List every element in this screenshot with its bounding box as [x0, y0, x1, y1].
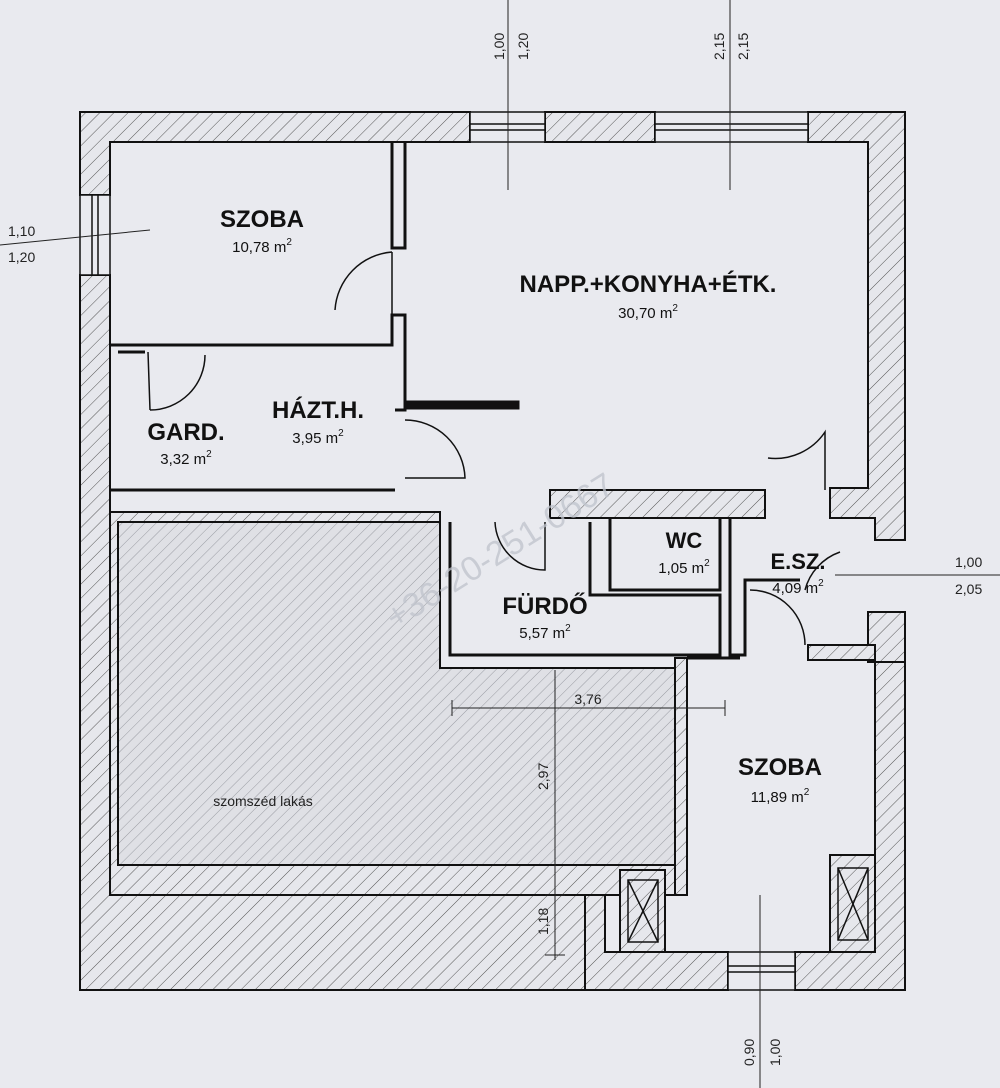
room-area-wc: 1,05 m2: [658, 558, 710, 577]
dim-right-1: 1,00: [955, 554, 982, 570]
dim-top-left-1: 1,00: [491, 33, 507, 60]
walls: [79, 111, 906, 991]
dim-top-left-2: 1,20: [515, 33, 531, 60]
wall-hall: [728, 518, 800, 657]
dim-left-1: 1,10: [8, 223, 35, 239]
room-area-room1: 10,78 m2: [232, 237, 292, 256]
room-area-storage: 3,95 m2: [292, 428, 344, 447]
dim-bottom-offset: 1,18: [535, 908, 551, 935]
window-bottom: [727, 951, 796, 991]
pillar-crosses: [627, 867, 869, 943]
wall-storage-stub: [406, 400, 520, 410]
doors: [147, 251, 841, 646]
wall-room1-bottom: [110, 313, 407, 412]
dim-height: 2,97: [535, 763, 551, 790]
wall-wc-top: [549, 489, 766, 519]
room-area-living: 30,70 m2: [618, 303, 678, 322]
dim-bottom-1: 0,90: [741, 1039, 757, 1066]
dim-top-right-1: 2,15: [711, 33, 727, 60]
room-name-hall: E.SZ.: [770, 549, 825, 574]
room-area-wardrobe: 3,32 m2: [160, 449, 212, 468]
room-name-bathroom: FÜRDŐ: [502, 592, 587, 620]
wall-bath: [448, 522, 722, 657]
door-gard: [147, 351, 206, 411]
door-storage: [404, 419, 466, 479]
room-name-living: NAPP.+KONYHA+ÉTK.: [520, 270, 777, 298]
room-name-wc: WC: [666, 528, 703, 553]
room-name-wardrobe: GARD.: [147, 419, 224, 446]
room-name-room1: SZOBA: [220, 206, 304, 233]
room-area-room2: 11,89 m2: [751, 787, 810, 806]
door-entry: [804, 551, 841, 591]
dim-top-right-2: 2,15: [735, 33, 751, 60]
room-name-storage: HÁZT.H.: [272, 396, 364, 424]
door-room1: [334, 251, 393, 315]
door-wc: [767, 429, 826, 490]
wall-room1-right: [390, 142, 407, 250]
wall-top-right: [807, 111, 906, 541]
room-name-room2: SZOBA: [738, 754, 822, 781]
room-area-hall: 4,09 m2: [772, 578, 824, 597]
wall-top-left: [79, 111, 471, 196]
window-top-right: [654, 111, 809, 143]
dim-right-2: 2,05: [955, 581, 982, 597]
door-bath: [494, 521, 546, 571]
wall-south-room-left: [674, 657, 688, 896]
wall-wc: [608, 518, 722, 592]
inner-walls: [110, 142, 800, 660]
wall-entry-right: [807, 644, 876, 661]
dim-width: 3,76: [574, 691, 601, 707]
door-south-room: [749, 589, 806, 646]
room-area-bathroom: 5,57 m2: [519, 623, 571, 642]
dim-bottom-2: 1,00: [767, 1039, 783, 1066]
dim-left-2: 1,20: [8, 249, 35, 265]
wall-top-middle: [544, 111, 656, 143]
neighbor-label: szomszéd lakás: [213, 793, 313, 809]
